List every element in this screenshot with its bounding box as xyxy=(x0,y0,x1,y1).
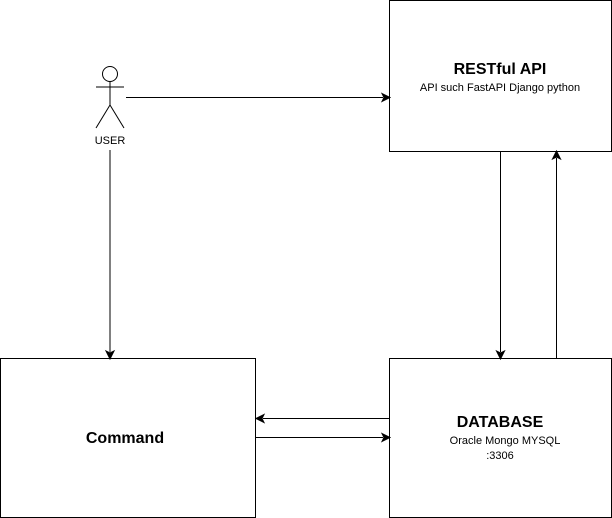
restful-api-box xyxy=(389,0,612,152)
edge-database-to-command-arrowhead xyxy=(254,413,266,424)
edge-user-to-command-arrowhead xyxy=(104,349,116,361)
edge-user-to-api xyxy=(126,92,392,103)
user-actor[interactable]: USER xyxy=(95,66,126,148)
edge-user-to-api-arrowhead xyxy=(380,92,392,103)
edge-command-to-database xyxy=(256,432,392,443)
command-node[interactable]: Command xyxy=(0,358,256,518)
command-box xyxy=(0,358,256,518)
user-actor-right-leg xyxy=(109,104,125,129)
database-title: DATABASE xyxy=(457,414,544,431)
user-actor-head xyxy=(102,66,118,82)
edge-api-to-database-arrowhead xyxy=(495,349,506,361)
edge-database-to-command xyxy=(254,413,389,424)
edge-command-to-database-arrowhead xyxy=(380,432,392,443)
database-node[interactable]: DATABASE Oracle Mongo MYSQL :3306 xyxy=(389,358,612,518)
command-title: Command xyxy=(86,430,164,447)
database-line2: :3306 xyxy=(486,450,514,462)
edge-user-to-command xyxy=(104,150,116,361)
restful-api-title: RESTful API xyxy=(454,61,547,78)
database-line1: Oracle Mongo MYSQL xyxy=(450,435,561,447)
edge-api-to-database xyxy=(495,152,506,361)
edge-database-to-api xyxy=(551,149,562,358)
restful-api-subtitle: API such FastAPI Django python xyxy=(420,82,580,94)
user-actor-left-leg xyxy=(95,104,111,129)
edge-database-to-api-arrowhead xyxy=(551,149,562,161)
user-label: USER xyxy=(95,135,126,147)
restful-api-node[interactable]: RESTful API API such FastAPI Django pyth… xyxy=(389,0,612,152)
